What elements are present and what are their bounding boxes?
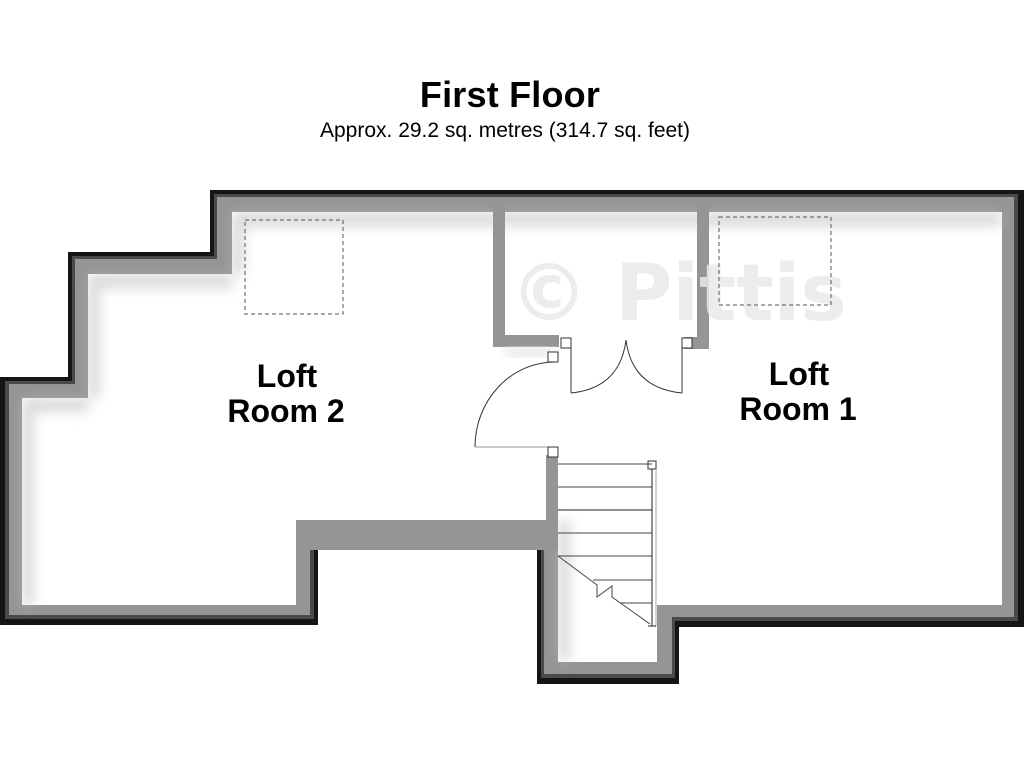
room-label-loft-room-1: Loft Room 1 — [739, 356, 856, 427]
room-name-line2: Room 1 — [739, 391, 856, 427]
staircase — [557, 460, 657, 627]
floor-area — [22, 212, 1002, 662]
floor-area-subtitle: Approx. 29.2 sq. metres (314.7 sq. feet) — [319, 119, 691, 142]
double-door-loft-room-1 — [560, 337, 693, 394]
room-name-line1: Loft — [769, 356, 830, 392]
door-loft-room-2 — [474, 351, 559, 458]
skylight-loft-room-1 — [718, 216, 832, 306]
skylight-loft-room-2 — [244, 219, 344, 315]
room-name-line1: Loft — [257, 358, 318, 394]
copyright-watermark: © Pittis — [510, 249, 847, 339]
room-label-loft-room-2: Loft Room 2 — [227, 358, 344, 429]
room-name-line2: Room 2 — [227, 393, 344, 429]
floor-title: First Floor — [419, 74, 601, 115]
interior-walls — [493, 205, 709, 550]
